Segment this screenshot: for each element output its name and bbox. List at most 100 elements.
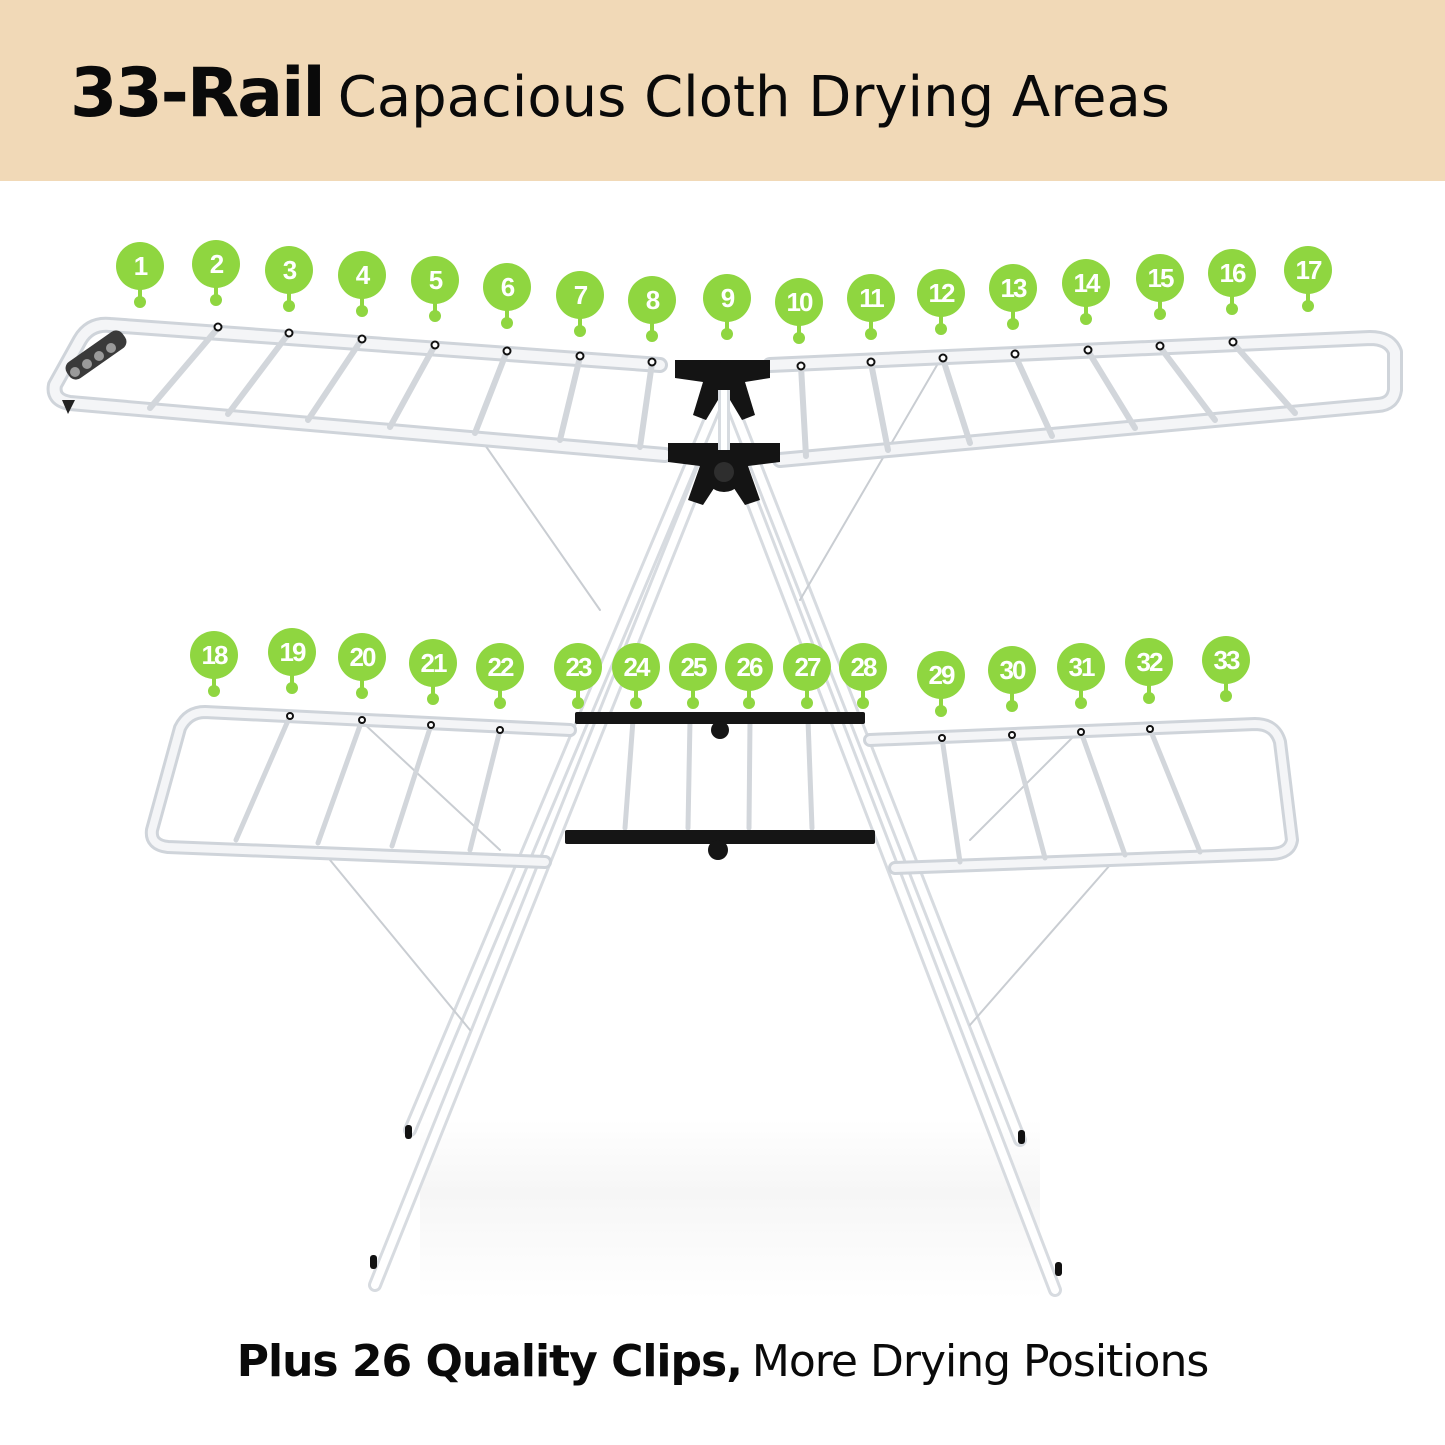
marker-stem xyxy=(505,307,509,321)
marker-stem xyxy=(1084,303,1088,317)
rail-marker-25: 25 xyxy=(669,643,717,709)
marker-stem xyxy=(576,687,580,701)
rail-marker-20: 20 xyxy=(338,633,386,699)
marker-stem xyxy=(1147,682,1151,696)
marker-dot-icon xyxy=(574,325,586,337)
top-left-wing xyxy=(46,316,673,463)
rail-marker-9: 9 xyxy=(703,274,751,340)
marker-stem xyxy=(650,320,654,334)
marker-dot-icon xyxy=(356,305,368,317)
rail-marker-label: 28 xyxy=(850,651,878,682)
rail-marker-label: 33 xyxy=(1213,644,1241,675)
marker-stem xyxy=(939,695,943,709)
marker-stem xyxy=(1224,680,1228,694)
rail-marker-31: 31 xyxy=(1057,643,1105,709)
rail-marker-8: 8 xyxy=(628,276,676,342)
marker-stem xyxy=(498,687,502,701)
marker-dot-icon xyxy=(1154,308,1166,320)
marker-stem xyxy=(1306,290,1310,304)
top-right-wing xyxy=(762,330,1403,468)
rail-marker-33: 33 xyxy=(1202,636,1250,702)
rail-marker-19: 19 xyxy=(268,628,316,694)
floor-shadow xyxy=(420,1120,1040,1300)
bottom-right-wing xyxy=(863,717,1299,875)
marker-stem xyxy=(138,286,142,300)
rail-marker-label: 23 xyxy=(565,651,593,682)
marker-dot-icon xyxy=(501,317,513,329)
rail-marker-label: 15 xyxy=(1147,262,1175,293)
rail-marker-label: 18 xyxy=(201,639,229,670)
rail-marker-label: 30 xyxy=(999,654,1027,685)
marker-dot-icon xyxy=(494,697,506,709)
marker-dot-icon xyxy=(1302,300,1314,312)
rail-marker-label: 12 xyxy=(928,277,956,308)
rail-marker-29: 29 xyxy=(917,651,965,717)
rail-marker-label: 9 xyxy=(720,282,736,313)
rail-marker-label: 17 xyxy=(1295,254,1323,285)
rail-marker-5: 5 xyxy=(411,256,459,322)
rail-marker-15: 15 xyxy=(1136,254,1184,320)
marker-stem xyxy=(797,322,801,336)
rail-marker-label: 7 xyxy=(573,279,589,310)
marker-dot-icon xyxy=(283,300,295,312)
marker-dot-icon xyxy=(356,687,368,699)
marker-dot-icon xyxy=(1226,303,1238,315)
rail-marker-22: 22 xyxy=(476,643,524,709)
marker-stem xyxy=(725,318,729,332)
marker-stem xyxy=(869,318,873,332)
rail-marker-17: 17 xyxy=(1284,246,1332,312)
rail-marker-21: 21 xyxy=(409,639,457,705)
marker-dot-icon xyxy=(801,697,813,709)
marker-stem xyxy=(1158,298,1162,312)
rail-marker-label: 27 xyxy=(794,651,822,682)
marker-stem xyxy=(939,313,943,327)
marker-stem xyxy=(433,300,437,314)
title-description: Capacious Cloth Drying Areas xyxy=(337,65,1170,130)
marker-stem xyxy=(290,672,294,686)
rail-marker-label: 10 xyxy=(786,286,814,317)
marker-dot-icon xyxy=(1080,313,1092,325)
rail-marker-label: 25 xyxy=(680,651,708,682)
marker-stem xyxy=(861,687,865,701)
marker-dot-icon xyxy=(1143,692,1155,704)
caption-clips: Plus 26 Quality Clips, xyxy=(236,1336,743,1387)
rail-marker-label: 16 xyxy=(1219,257,1247,288)
marker-stem xyxy=(214,284,218,298)
feet xyxy=(370,1125,1062,1276)
rail-marker-10: 10 xyxy=(775,278,823,344)
rail-marker-24: 24 xyxy=(612,643,660,709)
rail-marker-11: 11 xyxy=(847,274,895,340)
marker-dot-icon xyxy=(793,332,805,344)
marker-stem xyxy=(747,687,751,701)
rail-marker-label: 8 xyxy=(645,284,661,315)
rail-marker-label: 13 xyxy=(1000,272,1028,303)
marker-stem xyxy=(360,677,364,691)
rail-marker-7: 7 xyxy=(556,271,604,337)
rail-marker-2: 2 xyxy=(192,240,240,306)
rail-marker-12: 12 xyxy=(917,269,965,335)
rail-marker-6: 6 xyxy=(483,263,531,329)
rail-marker-label: 11 xyxy=(859,282,884,313)
marker-stem xyxy=(431,683,435,697)
marker-dot-icon xyxy=(210,294,222,306)
marker-dot-icon xyxy=(286,682,298,694)
marker-dot-icon xyxy=(743,697,755,709)
rail-marker-4: 4 xyxy=(338,251,386,317)
marker-dot-icon xyxy=(646,330,658,342)
rail-marker-label: 5 xyxy=(428,264,444,295)
marker-dot-icon xyxy=(857,697,869,709)
marker-stem xyxy=(1011,308,1015,322)
bottom-left-wing xyxy=(144,705,577,869)
marker-stem xyxy=(634,687,638,701)
center-crossbars xyxy=(565,712,875,860)
marker-dot-icon xyxy=(630,697,642,709)
marker-stem xyxy=(1230,293,1234,307)
rail-marker-16: 16 xyxy=(1208,249,1256,315)
marker-dot-icon xyxy=(935,705,947,717)
marker-dot-icon xyxy=(935,323,947,335)
footer-caption: Plus 26 Quality Clips,More Drying Positi… xyxy=(0,1340,1445,1384)
rail-marker-label: 2 xyxy=(209,248,225,279)
marker-stem xyxy=(1010,690,1014,704)
marker-stem xyxy=(360,295,364,309)
